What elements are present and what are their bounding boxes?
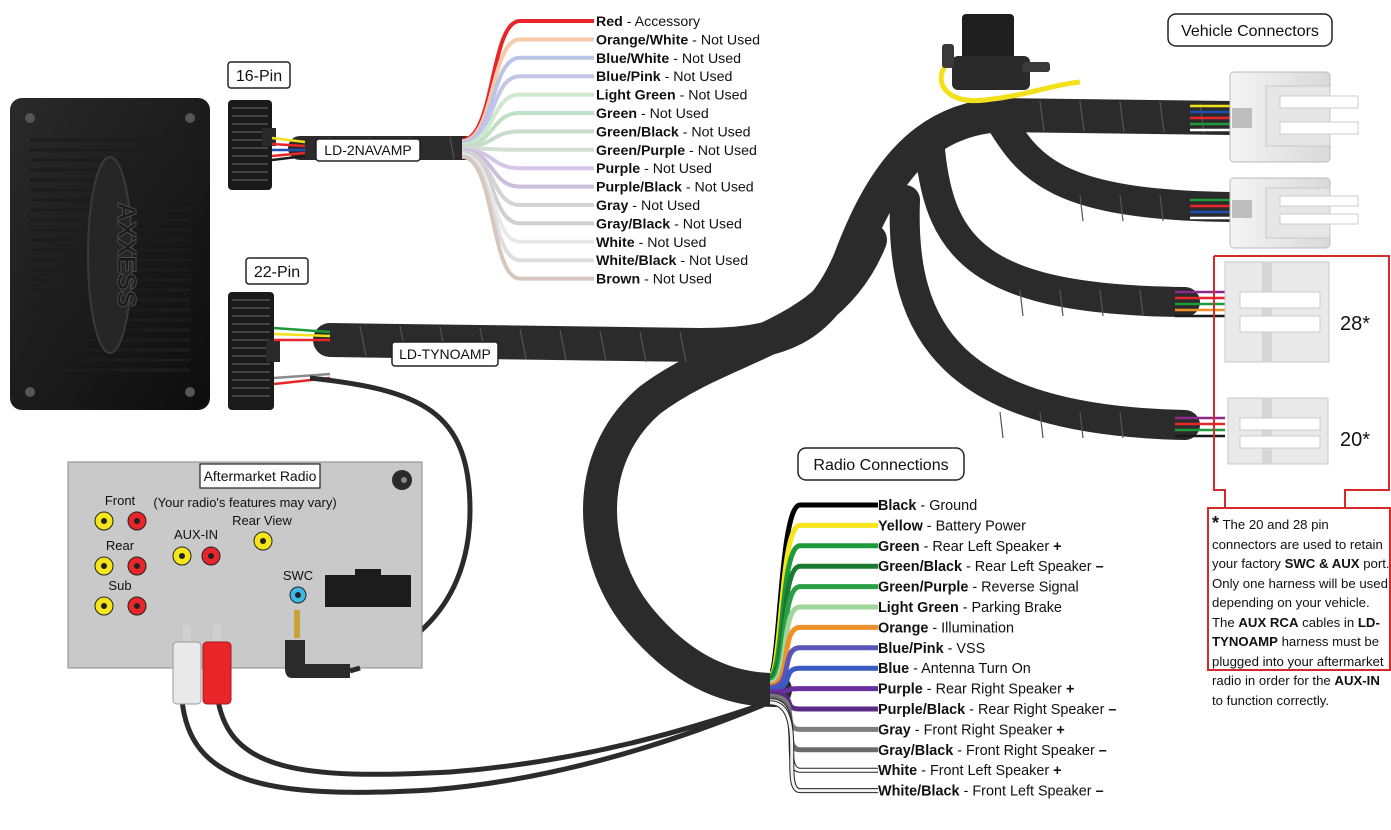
top-wire-label: White/Black - Not Used	[596, 253, 748, 269]
top-wire-label: Purple/Black - Not Used	[596, 180, 754, 196]
top-wire-label: Red - Accessory	[596, 14, 701, 30]
top-wire	[461, 154, 594, 281]
connector-28-pin	[1175, 261, 1330, 363]
label-swc: SWC	[283, 568, 313, 583]
label-22-pin: 22-Pin	[245, 257, 309, 285]
callout-frame-top	[1213, 255, 1390, 508]
harness-port	[325, 575, 411, 607]
radio-title: Aftermarket Radio	[204, 468, 317, 484]
radio-wire-label: Gray - Front Right Speaker +	[878, 722, 1065, 738]
connector-16-pin	[228, 100, 306, 190]
front-jacks	[94, 511, 147, 531]
axxess-module: AXXESS	[10, 98, 210, 410]
top-wire-label: Brown - Not Used	[596, 272, 712, 288]
radio-subtitle: (Your radio's features may vary)	[153, 495, 336, 510]
top-wire-label: Gray - Not Used	[596, 198, 700, 214]
label-radio-connections: Radio Connections	[797, 447, 965, 481]
module-logo: AXXESS	[112, 202, 142, 308]
top-wire-label: Gray/Black - Not Used	[596, 216, 742, 232]
radio-wire	[769, 701, 878, 793]
radio-wire-label: Gray/Black - Front Right Speaker –	[878, 743, 1107, 759]
top-wire-label: Blue/White - Not Used	[596, 51, 741, 67]
label-ld-2navamp: LD-2NAVAMP	[315, 138, 421, 162]
label-rear: Rear	[106, 538, 135, 553]
label-rear-view: Rear View	[232, 513, 292, 528]
top-wire-label: Light Green - Not Used	[596, 88, 747, 104]
callout-note: * The 20 and 28 pin connectors are used …	[1212, 513, 1390, 708]
radio-wire	[769, 604, 878, 686]
svg-text:16-Pin: 16-Pin	[236, 68, 282, 85]
rca-plugs	[172, 610, 776, 795]
top-wire-label: Green/Purple - Not Used	[596, 143, 757, 159]
svg-text:Vehicle Connectors: Vehicle Connectors	[1181, 23, 1319, 40]
radio-wire-fan	[767, 502, 878, 794]
label-front: Front	[105, 493, 136, 508]
aux-in-jacks	[172, 546, 221, 566]
label-20-pin: 20*	[1340, 429, 1370, 451]
radio-wire-label: Green/Purple - Reverse Signal	[878, 580, 1079, 596]
radio-wire-label: White/Black - Front Left Speaker –	[878, 784, 1104, 800]
label-28-pin: 28*	[1340, 313, 1370, 335]
svg-text:LD-TYNOAMP: LD-TYNOAMP	[399, 346, 491, 362]
top-wire-fan	[461, 19, 594, 281]
svg-text:LD-2NAVAMP: LD-2NAVAMP	[324, 142, 411, 158]
radio-wire	[769, 645, 878, 690]
label-ld-tynoamp: LD-TYNOAMP	[391, 341, 499, 367]
radio-wire-label: Green/Black - Rear Left Speaker –	[878, 559, 1104, 575]
callout-frame-note	[1207, 507, 1391, 671]
radio-wire-label: Orange - Illumination	[878, 620, 1014, 636]
radio-wire-label: Purple/Black - Rear Right Speaker –	[878, 702, 1116, 718]
radio-wire	[769, 624, 878, 688]
rear-jacks	[94, 556, 147, 576]
top-wire	[461, 153, 594, 263]
radio-wire-label: Green - Rear Left Speaker +	[878, 539, 1062, 555]
radio-wire	[769, 686, 878, 695]
sub-jacks	[94, 596, 147, 616]
connector-20-pin	[1175, 397, 1329, 465]
radio-wire-label: Yellow - Battery Power	[878, 518, 1026, 534]
top-wire-label: White - Not Used	[596, 235, 706, 251]
radio-wire-label: Blue - Antenna Turn On	[878, 661, 1031, 677]
radio-wire-label: Purple - Rear Right Speaker +	[878, 682, 1074, 698]
vehicle-connector-2	[1190, 177, 1359, 249]
note-star: *	[1212, 513, 1220, 533]
vehicle-connector-1	[1190, 71, 1359, 163]
rca-jacks	[94, 511, 307, 616]
top-wire-label: Green/Black - Not Used	[596, 124, 751, 140]
radio-wire-label: Black - Ground	[878, 498, 977, 514]
main-harness-tubes	[288, 97, 1247, 707]
fuse-wire	[938, 58, 1081, 104]
swc-jack	[289, 586, 307, 604]
top-wire-label: Orange/White - Not Used	[596, 32, 760, 48]
top-wire	[461, 74, 594, 146]
radio-wire-label: Light Green - Parking Brake	[878, 600, 1062, 616]
label-16-pin: 16-Pin	[227, 61, 291, 89]
label-aux-in: AUX-IN	[174, 527, 218, 542]
fuse-holder-icon	[942, 14, 1050, 90]
top-wire-label: Purple - Not Used	[596, 161, 712, 177]
label-sub: Sub	[108, 578, 131, 593]
aftermarket-radio-panel	[67, 461, 423, 669]
radio-wire-label: White - Front Left Speaker +	[878, 763, 1062, 779]
top-wire-label: Green - Not Used	[596, 106, 709, 122]
label-vehicle-connectors: Vehicle Connectors	[1167, 13, 1333, 47]
svg-text:Radio Connections: Radio Connections	[813, 457, 948, 474]
top-wire	[461, 92, 594, 147]
top-wire-label: Blue/Pink - Not Used	[596, 69, 732, 85]
connector-22-pin	[228, 292, 331, 410]
svg-text:22-Pin: 22-Pin	[254, 264, 300, 281]
top-wire	[461, 146, 594, 152]
radio-wire	[769, 665, 878, 693]
rear-view-jack	[253, 531, 273, 551]
radio-wire-label: Blue/Pink - VSS	[878, 641, 985, 657]
